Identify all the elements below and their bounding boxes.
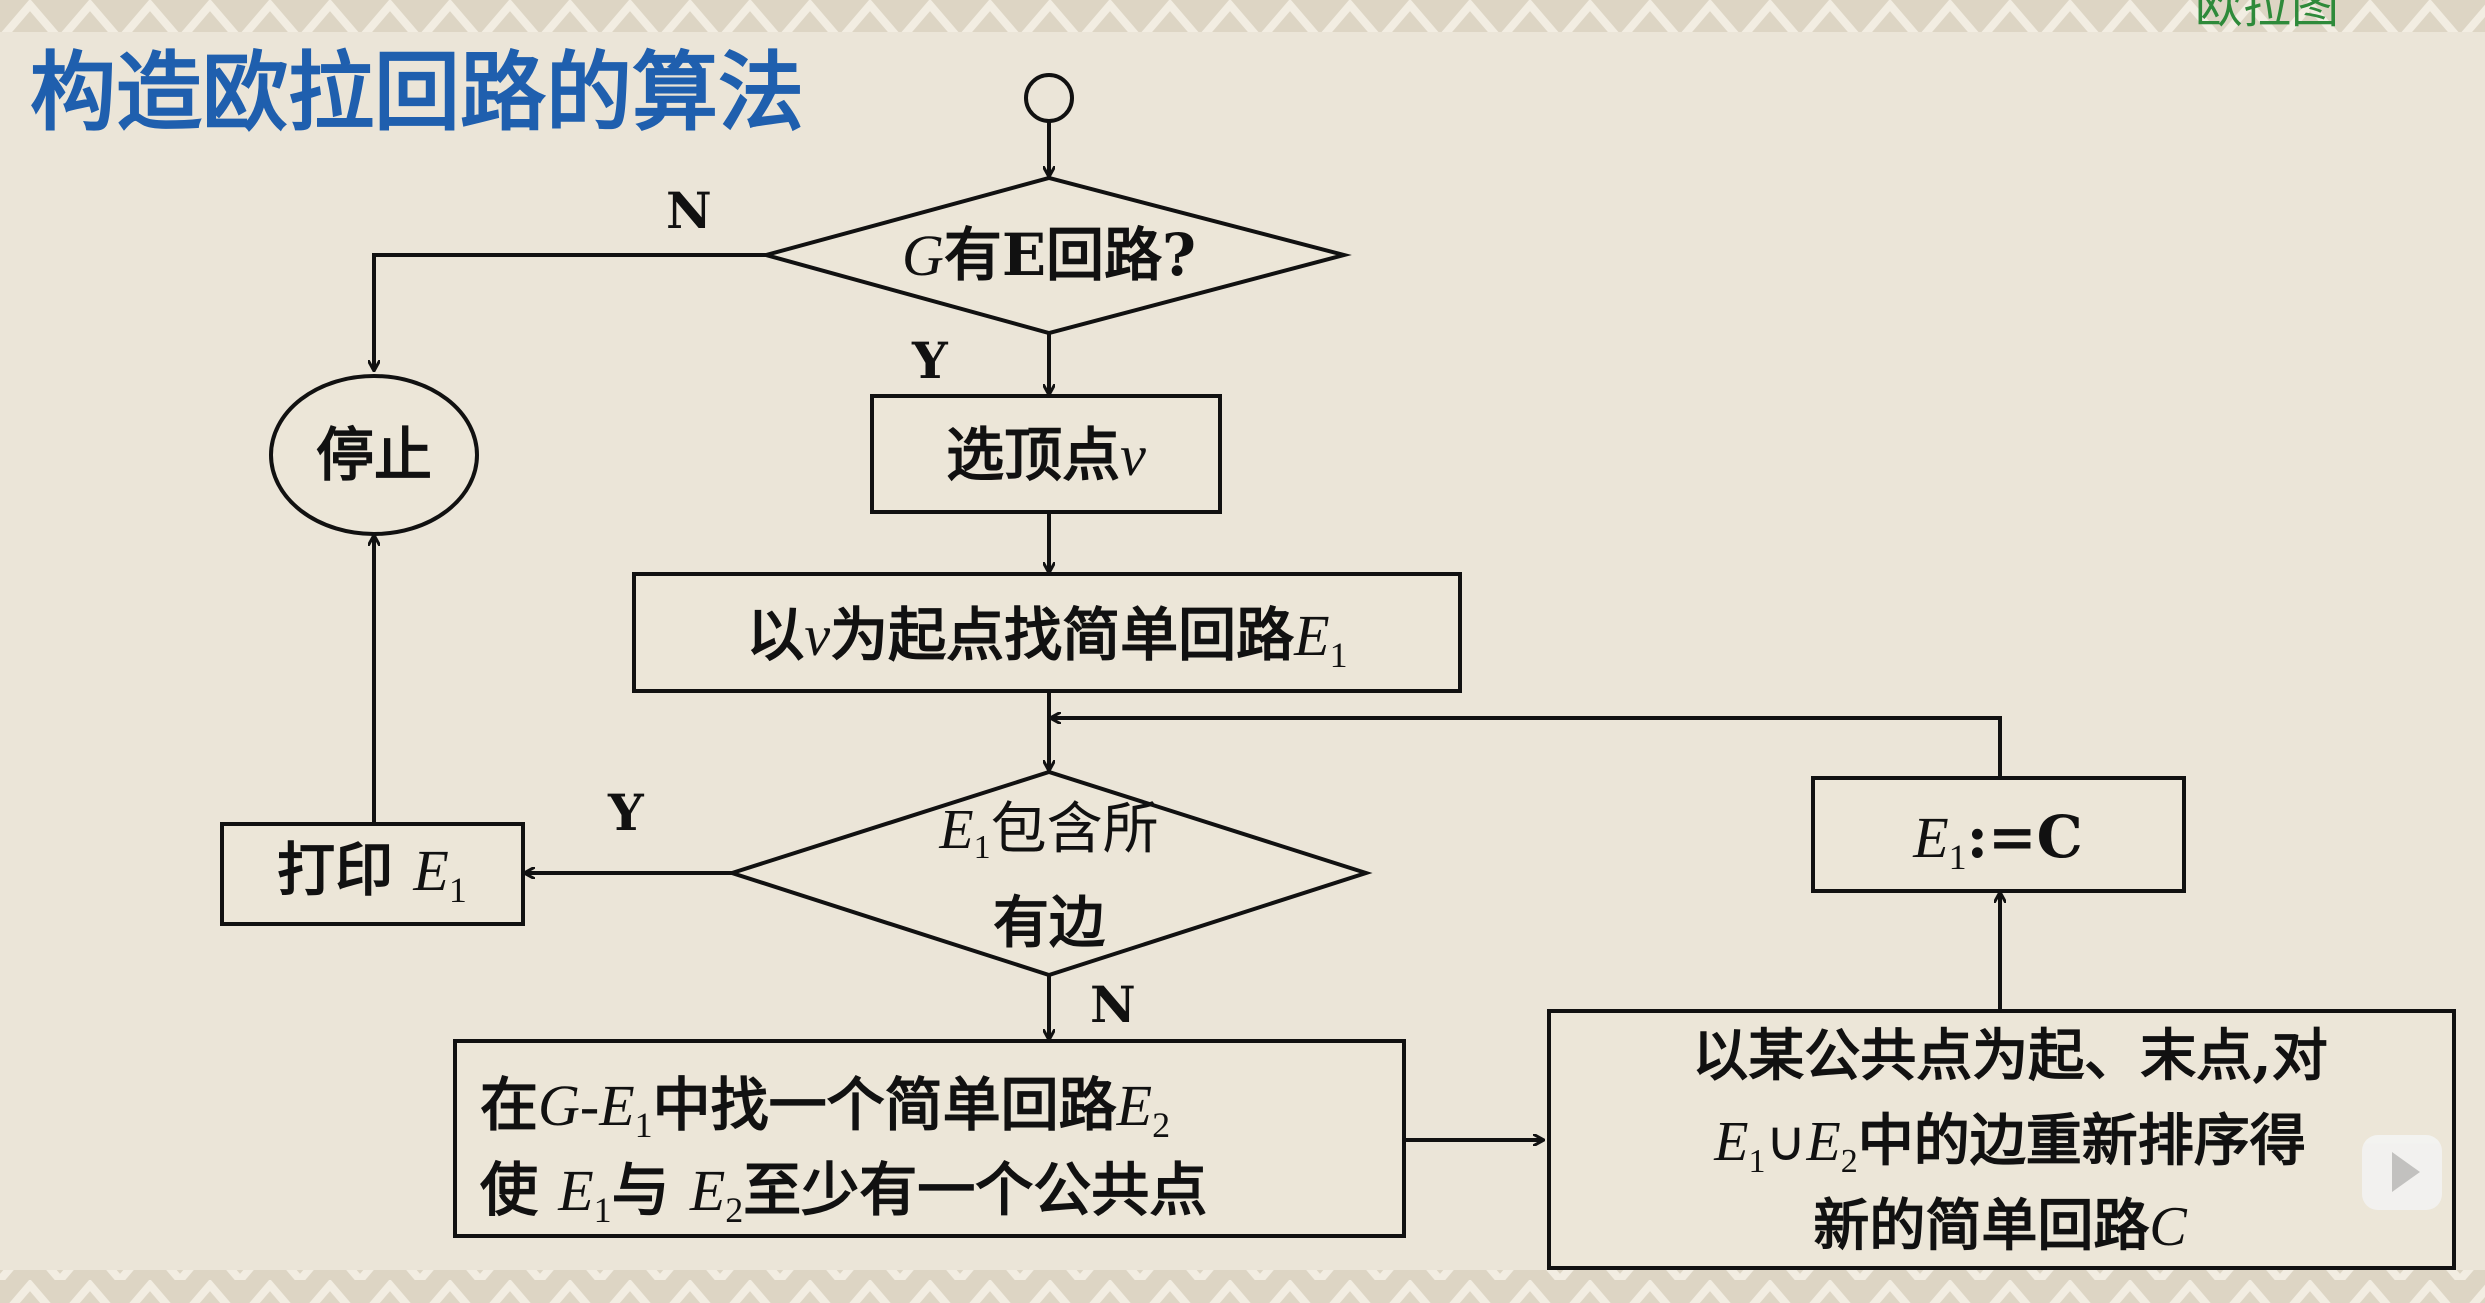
find-circuit-text: 以v为起点找简单回路E1 [746,601,1347,675]
arrow-no-to-stop [374,253,766,370]
find-second-line2: 使 E1与 E2至少有一个公共点 [480,1156,1207,1230]
print-text: 打印 E1 [277,836,467,910]
print-box [220,822,525,926]
reorder-line1: 以某公共点为起、末点,对 [1692,1023,2328,1089]
section-tag: 欧拉图 [2195,0,2339,34]
decision-all-edges-line1: E1包含所 [938,797,1158,866]
label-n2: N [1090,975,1136,1034]
select-vertex-text: 选顶点v [946,421,1146,489]
label-n1: N [666,181,712,240]
assign-text: E1:=C [1912,803,2083,877]
start-node [1024,73,1074,123]
find-second-line1: 在G-E1中找一个简单回路E2 [480,1071,1170,1145]
bottom-border [0,1270,2485,1303]
decision-has-euler-text: G有E回路? [902,221,1196,289]
assign-box [1811,776,2186,893]
decision-has-euler-circuit [758,175,1352,336]
label-y2: Y [607,783,645,842]
decision-all-edges-line2: 有边 [993,890,1106,956]
arrow-loop-back [1051,718,2002,778]
page-title: 构造欧拉回路的算法 [30,43,804,143]
stop-text: 停止 [316,421,432,489]
reorder-box [1547,1009,2456,1270]
select-vertex-box [870,394,1222,514]
reorder-line2: E1∪E2中的边重新排序得 [1713,1108,2305,1180]
label-y1: Y [911,331,949,390]
decision-all-edges [725,769,1373,978]
play-icon[interactable] [2362,1135,2442,1210]
reorder-line3: 新的简单回路C [1813,1193,2187,1259]
top-border [0,0,2485,32]
